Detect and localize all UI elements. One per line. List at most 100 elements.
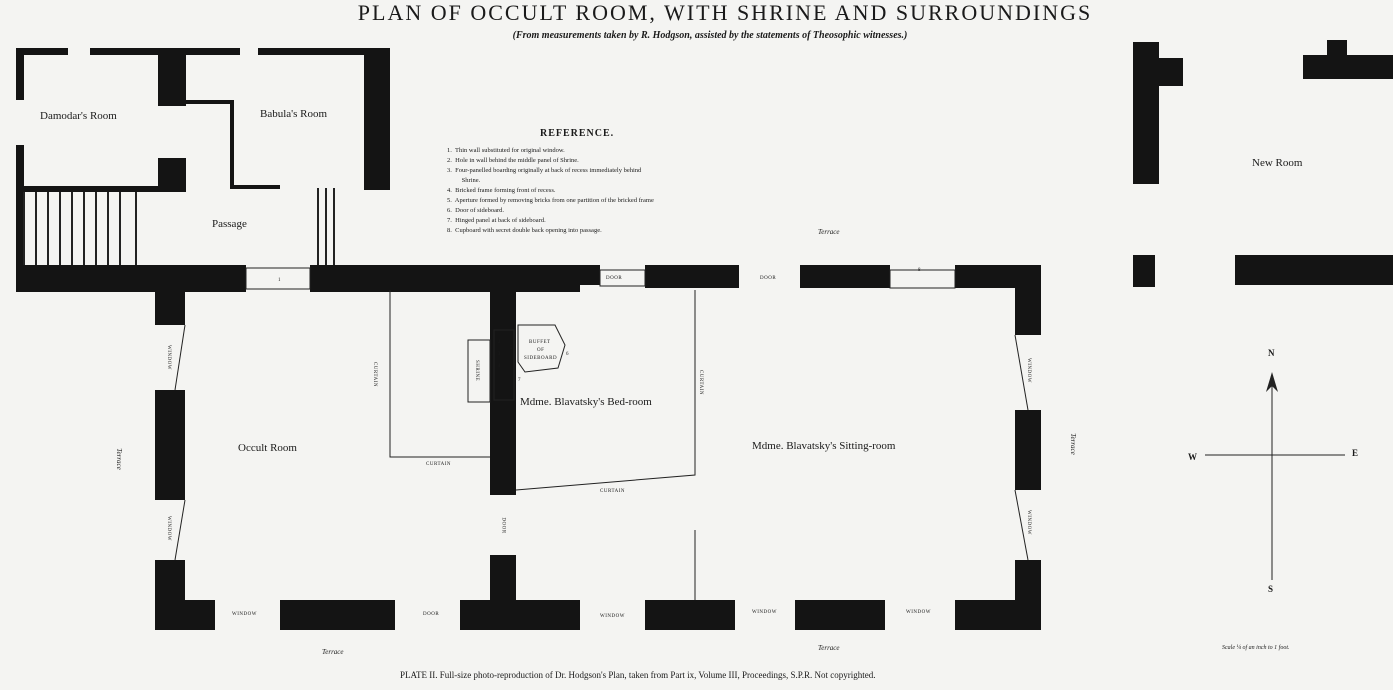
wall bbox=[280, 600, 395, 630]
reference-item: 1. Thin wall substituted for original wi… bbox=[447, 147, 565, 154]
wall bbox=[490, 555, 516, 630]
compass-west: W bbox=[1188, 452, 1197, 462]
door-label-vertical: DOOR bbox=[500, 517, 506, 534]
number-label: 5 bbox=[510, 346, 513, 351]
wall bbox=[16, 48, 68, 55]
number-label: 4 bbox=[498, 364, 501, 369]
scale-note: Scale ¼ of an inch to 1 foot. bbox=[1222, 645, 1290, 651]
wall bbox=[800, 265, 890, 288]
reference-item: 7. Hinged panel at back of sideboard. bbox=[447, 217, 546, 224]
number-label: 3 bbox=[498, 352, 501, 357]
wall bbox=[186, 48, 240, 55]
window-label: WINDOW bbox=[752, 610, 777, 615]
shrine bbox=[467, 339, 491, 403]
window-label-vertical: WINDOW bbox=[1025, 358, 1031, 383]
room-sitting: Mdme. Blavatsky's Sitting-room bbox=[752, 440, 896, 452]
wall bbox=[16, 48, 24, 100]
recess bbox=[493, 329, 515, 401]
room-babula: Babula's Room bbox=[260, 108, 328, 120]
room-bedroom: Mdme. Blavatsky's Bed-room bbox=[520, 396, 652, 408]
plan-subtitle: (From measurements taken by R. Hodgson, … bbox=[512, 30, 908, 41]
curtain-line bbox=[515, 290, 696, 491]
terrace-label: Terrace bbox=[818, 644, 840, 652]
room-passage: Passage bbox=[212, 218, 247, 230]
shrine-label: SHRINE bbox=[474, 359, 480, 382]
compass-arrow bbox=[1266, 372, 1278, 392]
curtain-label-vertical: CURTAIN bbox=[698, 369, 704, 396]
curtain-label: CURTAIN bbox=[600, 489, 626, 494]
window-label-vertical: WINDOW bbox=[1025, 510, 1031, 535]
curtain-label-vertical: CURTAIN bbox=[372, 361, 378, 388]
reference-item: Shrine. bbox=[447, 177, 481, 184]
reference-item: 5. Aperture formed by removing bricks fr… bbox=[447, 197, 654, 204]
wall bbox=[155, 600, 215, 630]
reference-item: 8. Cupboard with secret double back open… bbox=[447, 227, 602, 234]
number-label: 7 bbox=[518, 378, 521, 383]
wall bbox=[645, 600, 735, 630]
wall bbox=[1303, 55, 1393, 79]
wall bbox=[230, 100, 234, 188]
window-frame bbox=[245, 267, 311, 290]
wall bbox=[1015, 560, 1041, 630]
terrace-label: Terrace bbox=[322, 648, 344, 656]
wall bbox=[364, 48, 390, 190]
wall bbox=[158, 158, 186, 192]
reference-item: 3. Four-panelled boarding originally at … bbox=[447, 167, 642, 174]
wall bbox=[645, 265, 739, 288]
number-label: 1 bbox=[278, 278, 281, 283]
walls bbox=[16, 40, 1393, 630]
thin-lines bbox=[174, 267, 1345, 600]
wall bbox=[1133, 255, 1155, 287]
compass-east: E bbox=[1352, 448, 1359, 458]
wall bbox=[155, 390, 185, 500]
window-frame bbox=[889, 269, 956, 289]
reference-list: 1. Thin wall substituted for original wi… bbox=[447, 146, 654, 236]
number-label: 8 bbox=[918, 268, 921, 273]
wall bbox=[16, 265, 246, 292]
wall bbox=[460, 600, 580, 630]
window-label: WINDOW bbox=[232, 612, 257, 617]
plate-caption: PLATE II. Full-size photo-reproduction o… bbox=[400, 670, 876, 680]
sideboard-label: BUFFET bbox=[529, 340, 551, 345]
reference-item: 6. Door of sideboard. bbox=[447, 207, 505, 214]
wall bbox=[1015, 410, 1041, 490]
curtain-label: CURTAIN bbox=[426, 462, 452, 467]
window-label-vertical: WINDOW bbox=[165, 516, 171, 541]
sideboard-label: OF bbox=[537, 348, 545, 353]
door-frame bbox=[599, 269, 646, 287]
sideboard-label: SIDEBOARD bbox=[524, 356, 558, 361]
wall bbox=[1327, 40, 1347, 58]
window-label: WINDOW bbox=[600, 614, 625, 619]
reference-item: 2. Hole in wall behind the middle panel … bbox=[447, 157, 579, 164]
wall bbox=[258, 48, 364, 55]
terrace-label-vertical: Terrace bbox=[114, 448, 123, 470]
wall bbox=[578, 265, 600, 285]
room-new: New Room bbox=[1252, 157, 1303, 169]
sideboard bbox=[517, 324, 566, 373]
wall bbox=[310, 265, 580, 292]
window-label-vertical: WINDOW bbox=[165, 345, 171, 370]
wall bbox=[795, 600, 885, 630]
number-label: 2 bbox=[498, 340, 501, 345]
wall bbox=[155, 265, 185, 325]
wall bbox=[16, 186, 158, 192]
wall bbox=[158, 48, 186, 106]
plan-title: PLAN OF OCCULT ROOM, WITH SHRINE AND SUR… bbox=[357, 0, 1093, 25]
curtain-line bbox=[389, 290, 490, 458]
compass-north: N bbox=[1268, 348, 1275, 358]
room-occult: Occult Room bbox=[238, 442, 297, 454]
compass-south: S bbox=[1268, 584, 1274, 594]
room-damodar: Damodar's Room bbox=[40, 110, 117, 122]
wall bbox=[1133, 42, 1159, 184]
reference-item: 4. Bricked frame forming front of recess… bbox=[447, 187, 556, 194]
wall bbox=[1015, 265, 1041, 335]
door-label: DOOR bbox=[760, 276, 777, 281]
wall bbox=[230, 185, 280, 189]
door-label: DOOR bbox=[423, 612, 440, 617]
terrace-label-vertical: Terrace bbox=[1068, 433, 1077, 455]
wall bbox=[16, 145, 24, 290]
wall bbox=[90, 48, 160, 55]
wall bbox=[1159, 58, 1183, 86]
terrace-label: Terrace bbox=[818, 228, 840, 236]
